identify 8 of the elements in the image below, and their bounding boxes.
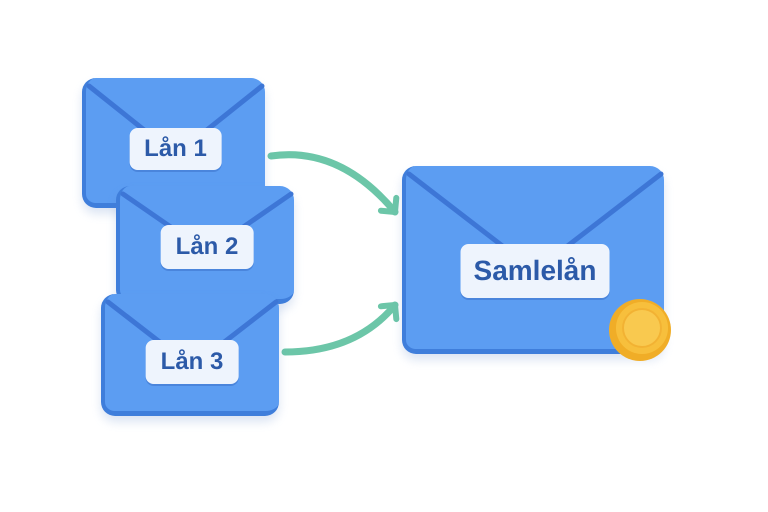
envelope [101,294,279,416]
envelope-label: Lån 2 [160,225,254,269]
envelope-label: Lån 1 [129,128,222,170]
envelope-label: Lån 3 [146,340,238,384]
envelope [402,166,664,354]
curved-arrow [268,151,399,216]
curved-arrow [282,302,399,356]
envelope-label: Samlelån [460,244,610,298]
